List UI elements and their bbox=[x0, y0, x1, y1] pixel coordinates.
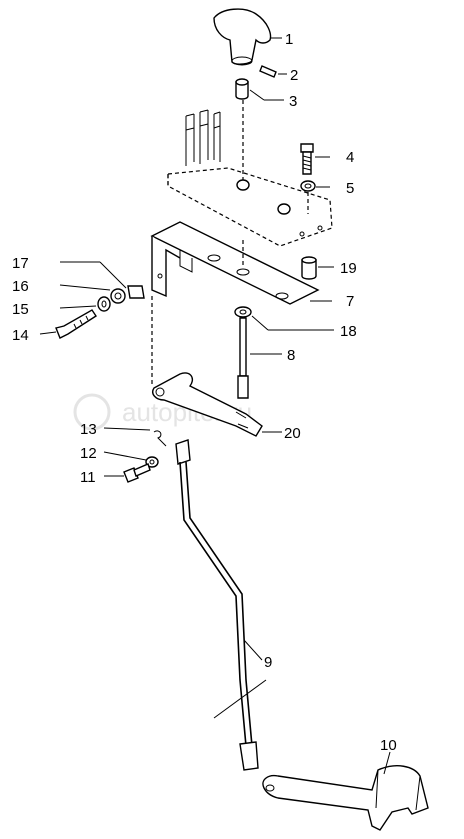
callout-16: 16 bbox=[12, 278, 29, 295]
callout-labels: 1 2 3 4 5 7 8 9 10 11 12 13 14 15 16 17 … bbox=[12, 31, 397, 754]
callout-18: 18 bbox=[340, 323, 357, 340]
threaded-rod bbox=[237, 317, 282, 399]
shift-lever bbox=[152, 372, 282, 437]
callout-9: 9 bbox=[264, 654, 272, 671]
callout-7: 7 bbox=[346, 293, 354, 310]
callout-4: 4 bbox=[346, 149, 354, 166]
bracket bbox=[150, 221, 332, 305]
roll-pin bbox=[259, 65, 287, 78]
bolt-small bbox=[300, 143, 330, 175]
spacer bbox=[301, 256, 334, 280]
callout-17: 17 bbox=[12, 255, 29, 272]
callout-14: 14 bbox=[12, 327, 29, 344]
washer bbox=[234, 306, 334, 331]
callout-8: 8 bbox=[287, 347, 295, 364]
mounting-plate bbox=[167, 100, 333, 247]
callout-19: 19 bbox=[340, 260, 357, 277]
callout-11: 11 bbox=[80, 469, 96, 486]
pin-hardware bbox=[103, 427, 167, 483]
left-hardware bbox=[39, 261, 153, 384]
callout-1: 1 bbox=[285, 31, 293, 48]
callout-12: 12 bbox=[80, 445, 97, 462]
callout-5: 5 bbox=[346, 180, 354, 197]
callout-20: 20 bbox=[284, 425, 301, 442]
shift-rod bbox=[175, 439, 267, 771]
callout-2: 2 bbox=[290, 67, 298, 84]
callout-10: 10 bbox=[380, 737, 397, 754]
callout-15: 15 bbox=[12, 301, 29, 318]
nut-small bbox=[300, 180, 330, 192]
bushing bbox=[235, 78, 284, 101]
t-handle-knob bbox=[213, 8, 282, 66]
lower-lever bbox=[262, 751, 429, 831]
callout-3: 3 bbox=[289, 93, 297, 110]
callout-13: 13 bbox=[80, 421, 97, 438]
